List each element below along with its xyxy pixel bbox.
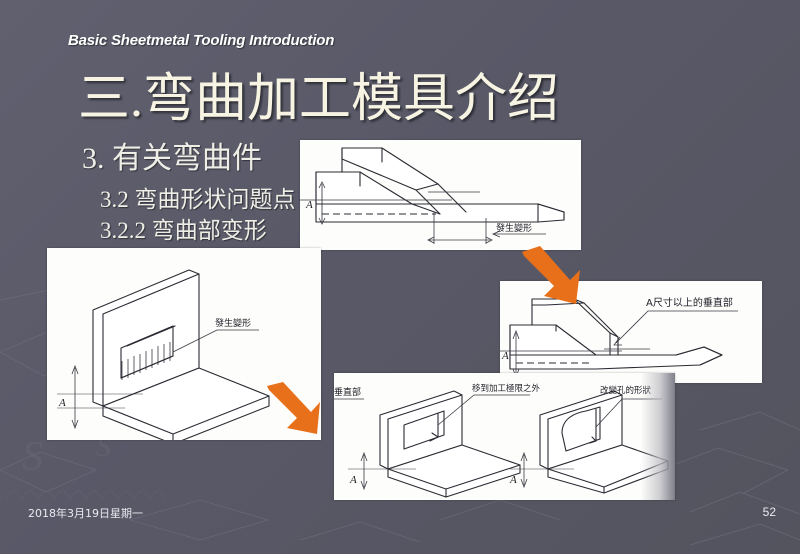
main-title: 三.弯曲加工模具介绍 xyxy=(78,71,560,128)
subheading-level-2: 3.2 弯曲形状问题点 xyxy=(100,187,296,212)
footer-page-number: 52 xyxy=(762,505,776,519)
label-change-hole-shape: 改變孔的形狀 xyxy=(600,385,652,396)
svg-text:A: A xyxy=(349,474,357,486)
panel-edge-fade xyxy=(641,373,675,500)
figure-panel-top: A 發生變形 xyxy=(300,140,581,250)
subheading-level-1: 3. 有关弯曲件 xyxy=(82,142,262,175)
figure-panel-right: A A尺寸以上的垂直部 xyxy=(500,281,762,383)
label-move-outside-limit: 移到加工極限之外 xyxy=(472,383,541,394)
label-vertical-portion: 垂直部 xyxy=(334,386,361,398)
svg-text:S: S xyxy=(22,434,43,480)
subheading-level-3: 3.2.2 弯曲部变形 xyxy=(100,218,267,243)
svg-text:A: A xyxy=(58,397,66,409)
footer-date: 2018年3月19日星期一 xyxy=(28,507,143,520)
figure-panel-left: 發生變形 A xyxy=(47,248,321,440)
page-title: Basic Sheetmetal Tooling Introduction xyxy=(68,32,335,49)
label-deformation-left: 發生變形 xyxy=(215,317,251,329)
svg-text:A: A xyxy=(509,474,517,486)
svg-text:A: A xyxy=(305,199,313,211)
label-vertical-portion-above-a: A尺寸以上的垂直部 xyxy=(646,296,733,309)
orange-arrow-bottom-left xyxy=(265,382,327,443)
orange-arrow-top-right xyxy=(518,246,582,313)
svg-text:A: A xyxy=(501,350,509,362)
label-deformation-top: 發生變形 xyxy=(496,222,532,234)
figure-panel-bottom: 移到加工極限之外 A 垂直部 xyxy=(334,373,675,500)
